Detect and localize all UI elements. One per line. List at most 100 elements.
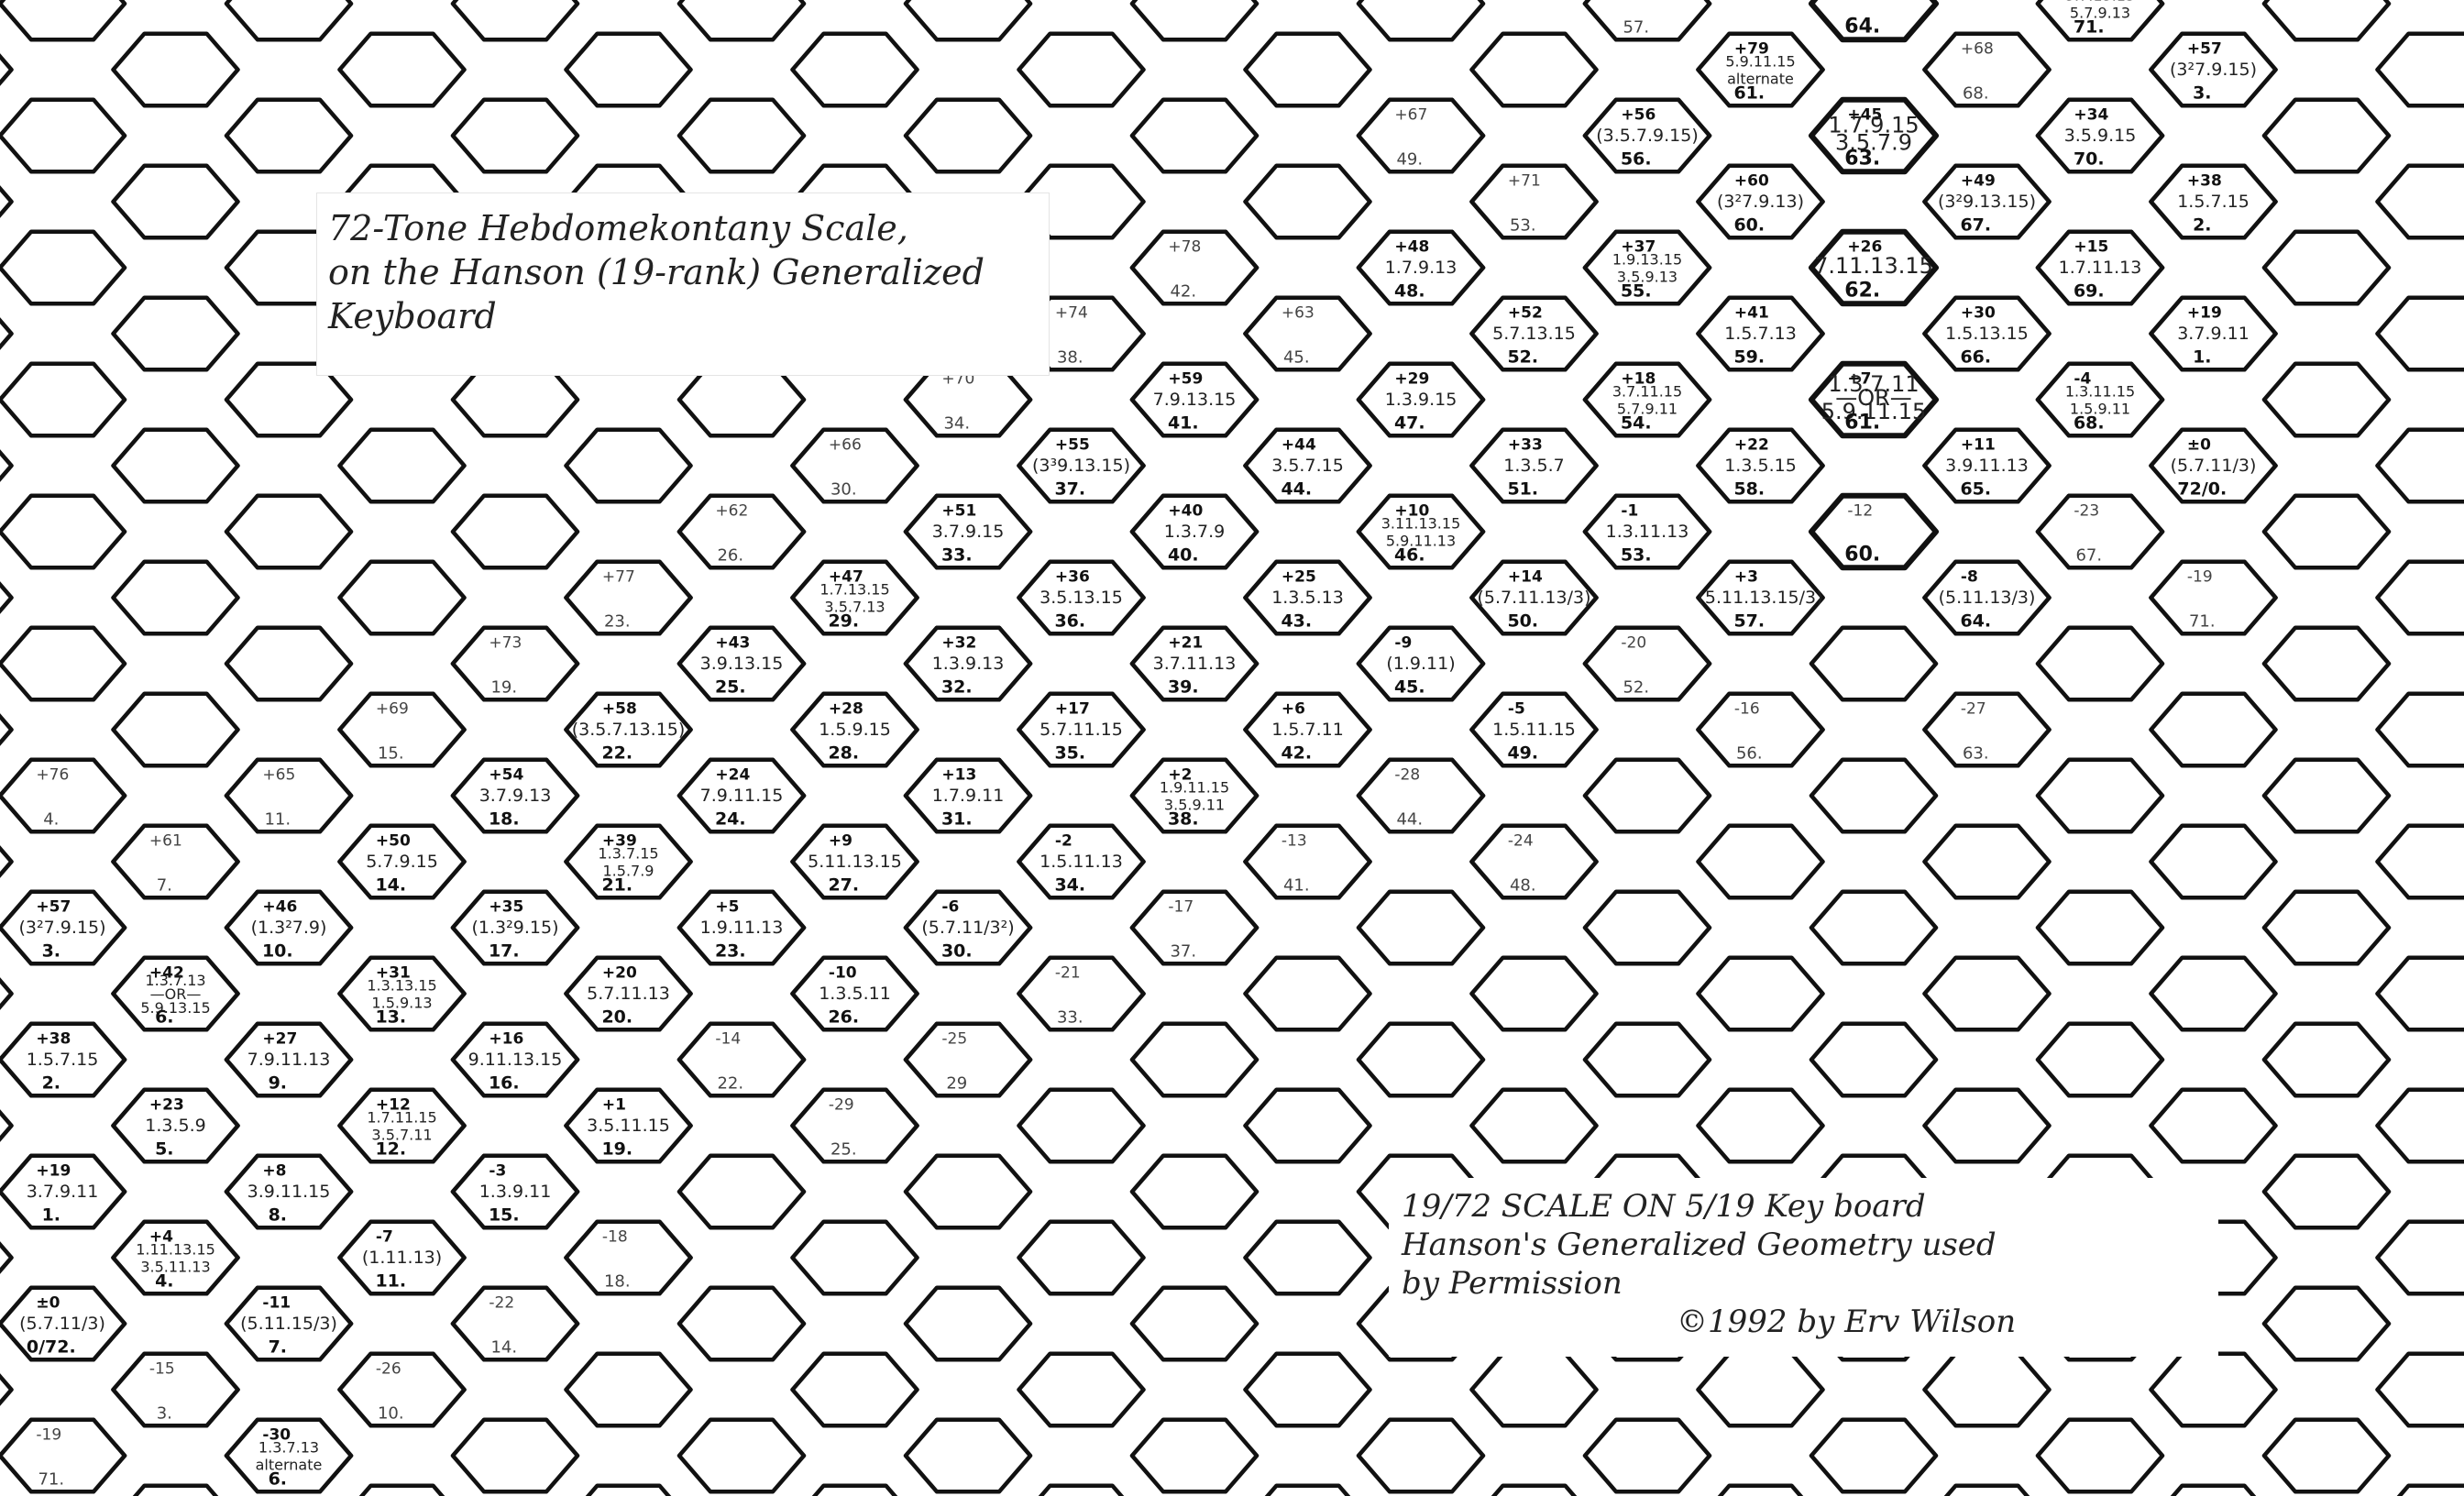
key-ratio-line: (5.11.15/3): [240, 1314, 337, 1334]
key-48-80: -2448.: [1472, 826, 1597, 898]
key-3-111: +57(3²7.9.15)3.: [2151, 34, 2276, 106]
key-ratio-line: 1.9.13.15: [1612, 251, 1682, 269]
key-42-67: +61.5.7.1142.: [1246, 694, 1370, 766]
blank-key-hex: [2264, 892, 2389, 964]
key-ratio-line: 1.5.7.11: [1271, 720, 1344, 740]
key-degree-number: 42.: [1170, 281, 1196, 301]
blank-key-hex: [1925, 1486, 2050, 1496]
key-17-25: +35(1.3²9.15)17.: [453, 892, 578, 964]
key-degree-number: 10.: [378, 1403, 404, 1423]
key-24-37: +247.9.11.1524.: [679, 760, 804, 832]
blank-key-hex: [114, 166, 238, 238]
key-53-85: -11.3.11.1353.: [1585, 496, 1710, 568]
key-degree-number: 56.: [1621, 148, 1652, 169]
key-degree-number: 31.: [941, 808, 973, 829]
key-ratio-line: 1.3.5.7: [1503, 456, 1564, 476]
key-top-offset: -9: [1394, 634, 1412, 653]
key-top-offset: +55: [1055, 436, 1090, 455]
blank-key-hex: [1585, 1024, 1710, 1096]
key-top-offset: -13: [1282, 832, 1307, 851]
blank-key-hex: [906, 100, 1030, 172]
key-ratio-line: (3²7.9.13): [1717, 192, 1804, 212]
key-degree-number: 30.: [830, 479, 857, 499]
key-degree-number: 7.: [269, 1336, 287, 1357]
key-46-72: +103.11.13.155.9.11.1346.: [1358, 496, 1483, 568]
key-ratio-line: 1.5.7.15: [2177, 192, 2250, 212]
blank-key-hex: [0, 1222, 12, 1294]
key-top-offset: +24: [715, 766, 750, 785]
blank-key-hex: [114, 1486, 238, 1496]
key-33-47: +513.7.9.1533.: [906, 496, 1030, 568]
blank-key-hex: [793, 1354, 918, 1426]
key-top-offset: +41: [1734, 304, 1769, 323]
key-ratio-line: 3.7.9.11: [27, 1182, 99, 1202]
key-top-offset: +13: [941, 766, 976, 785]
key-ratio-line: 1.5.11.15: [1492, 720, 1576, 740]
blank-key-hex: [1019, 34, 1144, 106]
blank-key-hex: [453, 1420, 578, 1492]
key-9-13: +277.9.11.139.: [226, 1024, 351, 1096]
blank-key-hex: [2264, 0, 2389, 39]
key-degree-number: 18.: [489, 808, 520, 829]
blank-key-hex: [0, 298, 12, 370]
key-degree-number: 5.: [155, 1138, 173, 1159]
blank-key-hex: [1585, 1420, 1710, 1492]
key-35-55: +175.7.11.1535.: [1019, 694, 1144, 766]
blank-key-hex: [1699, 826, 1823, 898]
title-line-2: on the Hanson (19-rank) Generalized: [328, 250, 1038, 294]
key-top-offset: -21: [1055, 964, 1081, 983]
key-degree-number: 51.: [1507, 478, 1538, 499]
key-degree-number: 2.: [42, 1072, 60, 1093]
key-21-31: +391.3.7.151.5.7.921.: [566, 826, 691, 898]
key-top-offset: +59: [1168, 370, 1203, 389]
key-degree-number: 60.: [1844, 543, 1880, 566]
key-degree-number: 70.: [2074, 148, 2105, 169]
key-top-offset: +6: [1282, 700, 1305, 719]
key-degree-number: 65.: [1960, 478, 1991, 499]
key-ratio-line: 1.3.7.15: [598, 845, 658, 863]
key-48-70: +481.7.9.1348.: [1358, 232, 1483, 304]
key-42-58: +78 42.: [1132, 232, 1257, 304]
key-3-1: +57(3²7.9.15)3.: [0, 892, 125, 964]
blank-key-hex: [114, 694, 238, 766]
key-20-32: +205.7.11.1320.: [566, 958, 691, 1030]
key-degree-number: 10.: [262, 940, 293, 961]
key-ratio-line: 1.5.11.13: [1040, 852, 1123, 872]
key-degree-number: 11.: [264, 809, 291, 829]
blank-key-hex: [340, 1486, 465, 1496]
blank-key-hex: [566, 430, 691, 502]
key-ratio-line: 1.5.13.15: [1945, 324, 2029, 344]
blank-key-hex: [1358, 1024, 1483, 1096]
key-top-offset: +52: [1508, 304, 1543, 323]
blank-key-hex: [340, 430, 465, 502]
blank-key-hex: [0, 958, 12, 1030]
key-50-78: +14(5.7.11.13/3)50.: [1472, 562, 1597, 634]
blank-key-hex: [1132, 1024, 1257, 1096]
blank-key-hex: [2378, 694, 2464, 766]
key-top-offset: +16: [489, 1030, 523, 1049]
key-top-offset: +50: [376, 832, 411, 851]
key-top-offset: +54: [489, 766, 523, 785]
key-degree-number: 60.: [1733, 214, 1765, 235]
key-14-18: +505.7.9.1514.: [340, 826, 465, 898]
key-ratio-line: 7.9.11.13: [248, 1050, 331, 1070]
key-top-offset: -8: [1961, 568, 1978, 587]
key-degree-number: 33.: [941, 544, 973, 565]
key-29-51: -2529: [906, 1024, 1030, 1096]
blank-key-hex: [1246, 1486, 1370, 1496]
key-top-offset: +57: [36, 898, 71, 917]
key-top-offset: -12: [1847, 502, 1873, 521]
key-top-offset: -23: [2074, 502, 2099, 521]
key-11-21: -7(1.11.13)11.: [340, 1222, 465, 1294]
key-ratio-line: (3.5.7.13.15): [572, 720, 686, 740]
key-top-offset: +78: [1168, 238, 1201, 257]
title-block: 72-Tone Hebdomekontany Scale, on the Han…: [316, 192, 1050, 376]
blank-key-hex: [1585, 760, 1710, 832]
key-52-86: -2052.: [1585, 628, 1710, 700]
credit-block: 19/72 SCALE ON 5/19 Key board Hanson's G…: [1389, 1178, 2218, 1357]
key-ratio-line: 9.11.13.15: [468, 1050, 563, 1070]
key-ratio-line: 5.7.13.15: [1492, 324, 1576, 344]
blank-key-hex: [679, 1288, 804, 1360]
blank-key-hex: [0, 562, 12, 634]
key-45-73: -9(1.9.11)45.: [1358, 628, 1483, 700]
